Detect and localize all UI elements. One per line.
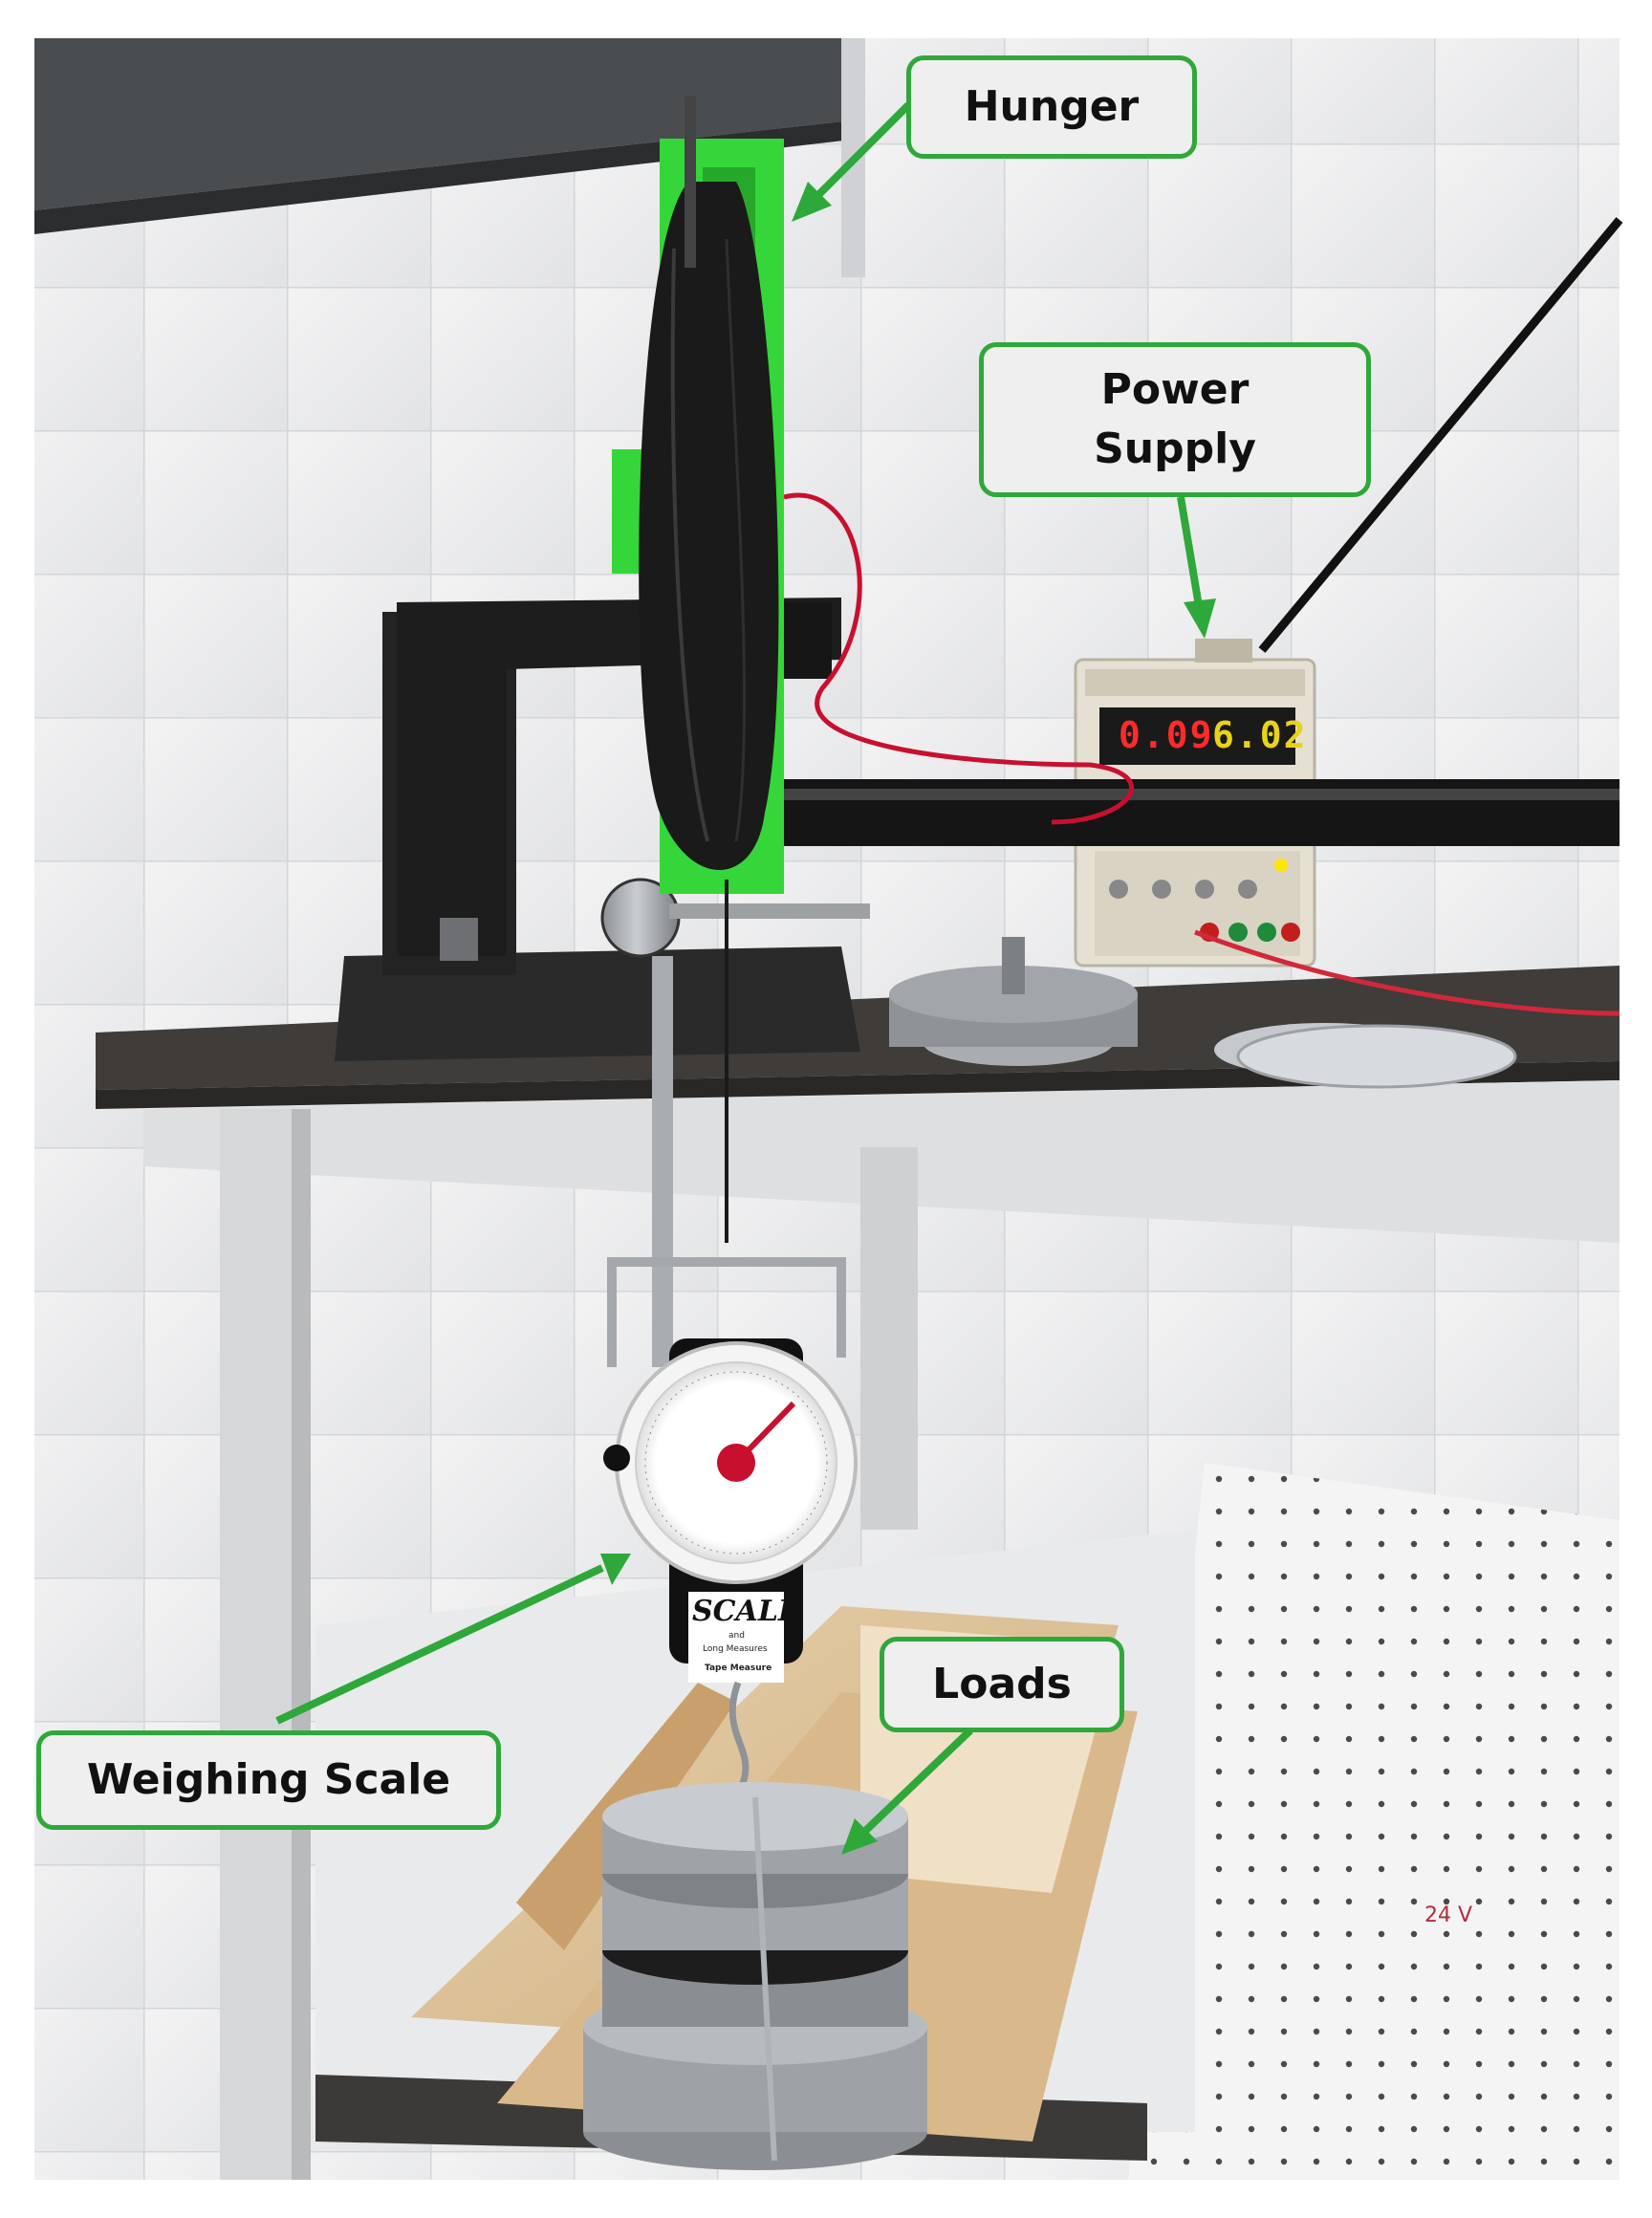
upper-shelf (34, 38, 860, 210)
hanging-loads (583, 1681, 927, 2170)
scale-label-title: SCALE (692, 1595, 800, 1628)
scale-rod (652, 956, 673, 1367)
bench-vise (335, 598, 870, 1061)
annotation-arrows (275, 102, 1216, 1855)
callout-hunger: Hunger (906, 55, 1197, 159)
callout-weighing-scale-text: Weighing Scale (86, 1755, 451, 1805)
callout-weighing-scale: Weighing Scale (36, 1730, 501, 1830)
callout-power-supply-line2: Supply (1094, 424, 1256, 473)
callout-loads-text: Loads (932, 1660, 1072, 1709)
red-wire (783, 492, 1135, 825)
current-readout: 0.09 (1119, 714, 1214, 756)
wire-coil (639, 96, 779, 870)
scale-label-line3: Long Measures (703, 1644, 768, 1654)
weighing-scale (603, 1338, 858, 1683)
callout-loads: Loads (880, 1637, 1124, 1732)
scale-label-line4: Tape Measure (705, 1664, 772, 1673)
scale-label-line2: and (728, 1631, 745, 1641)
pegboard (1128, 1463, 1619, 2180)
handwritten-note: 24 V (1424, 1903, 1472, 1927)
voltage-readout: 6.02 (1212, 714, 1308, 756)
supply-cable (1258, 217, 1623, 653)
photo-content: 24 V (34, 38, 1623, 2180)
callout-power-supply: Power Supply (979, 342, 1371, 497)
callout-power-supply-line1: Power (1100, 365, 1250, 415)
callout-hunger-text: Hunger (964, 82, 1140, 132)
